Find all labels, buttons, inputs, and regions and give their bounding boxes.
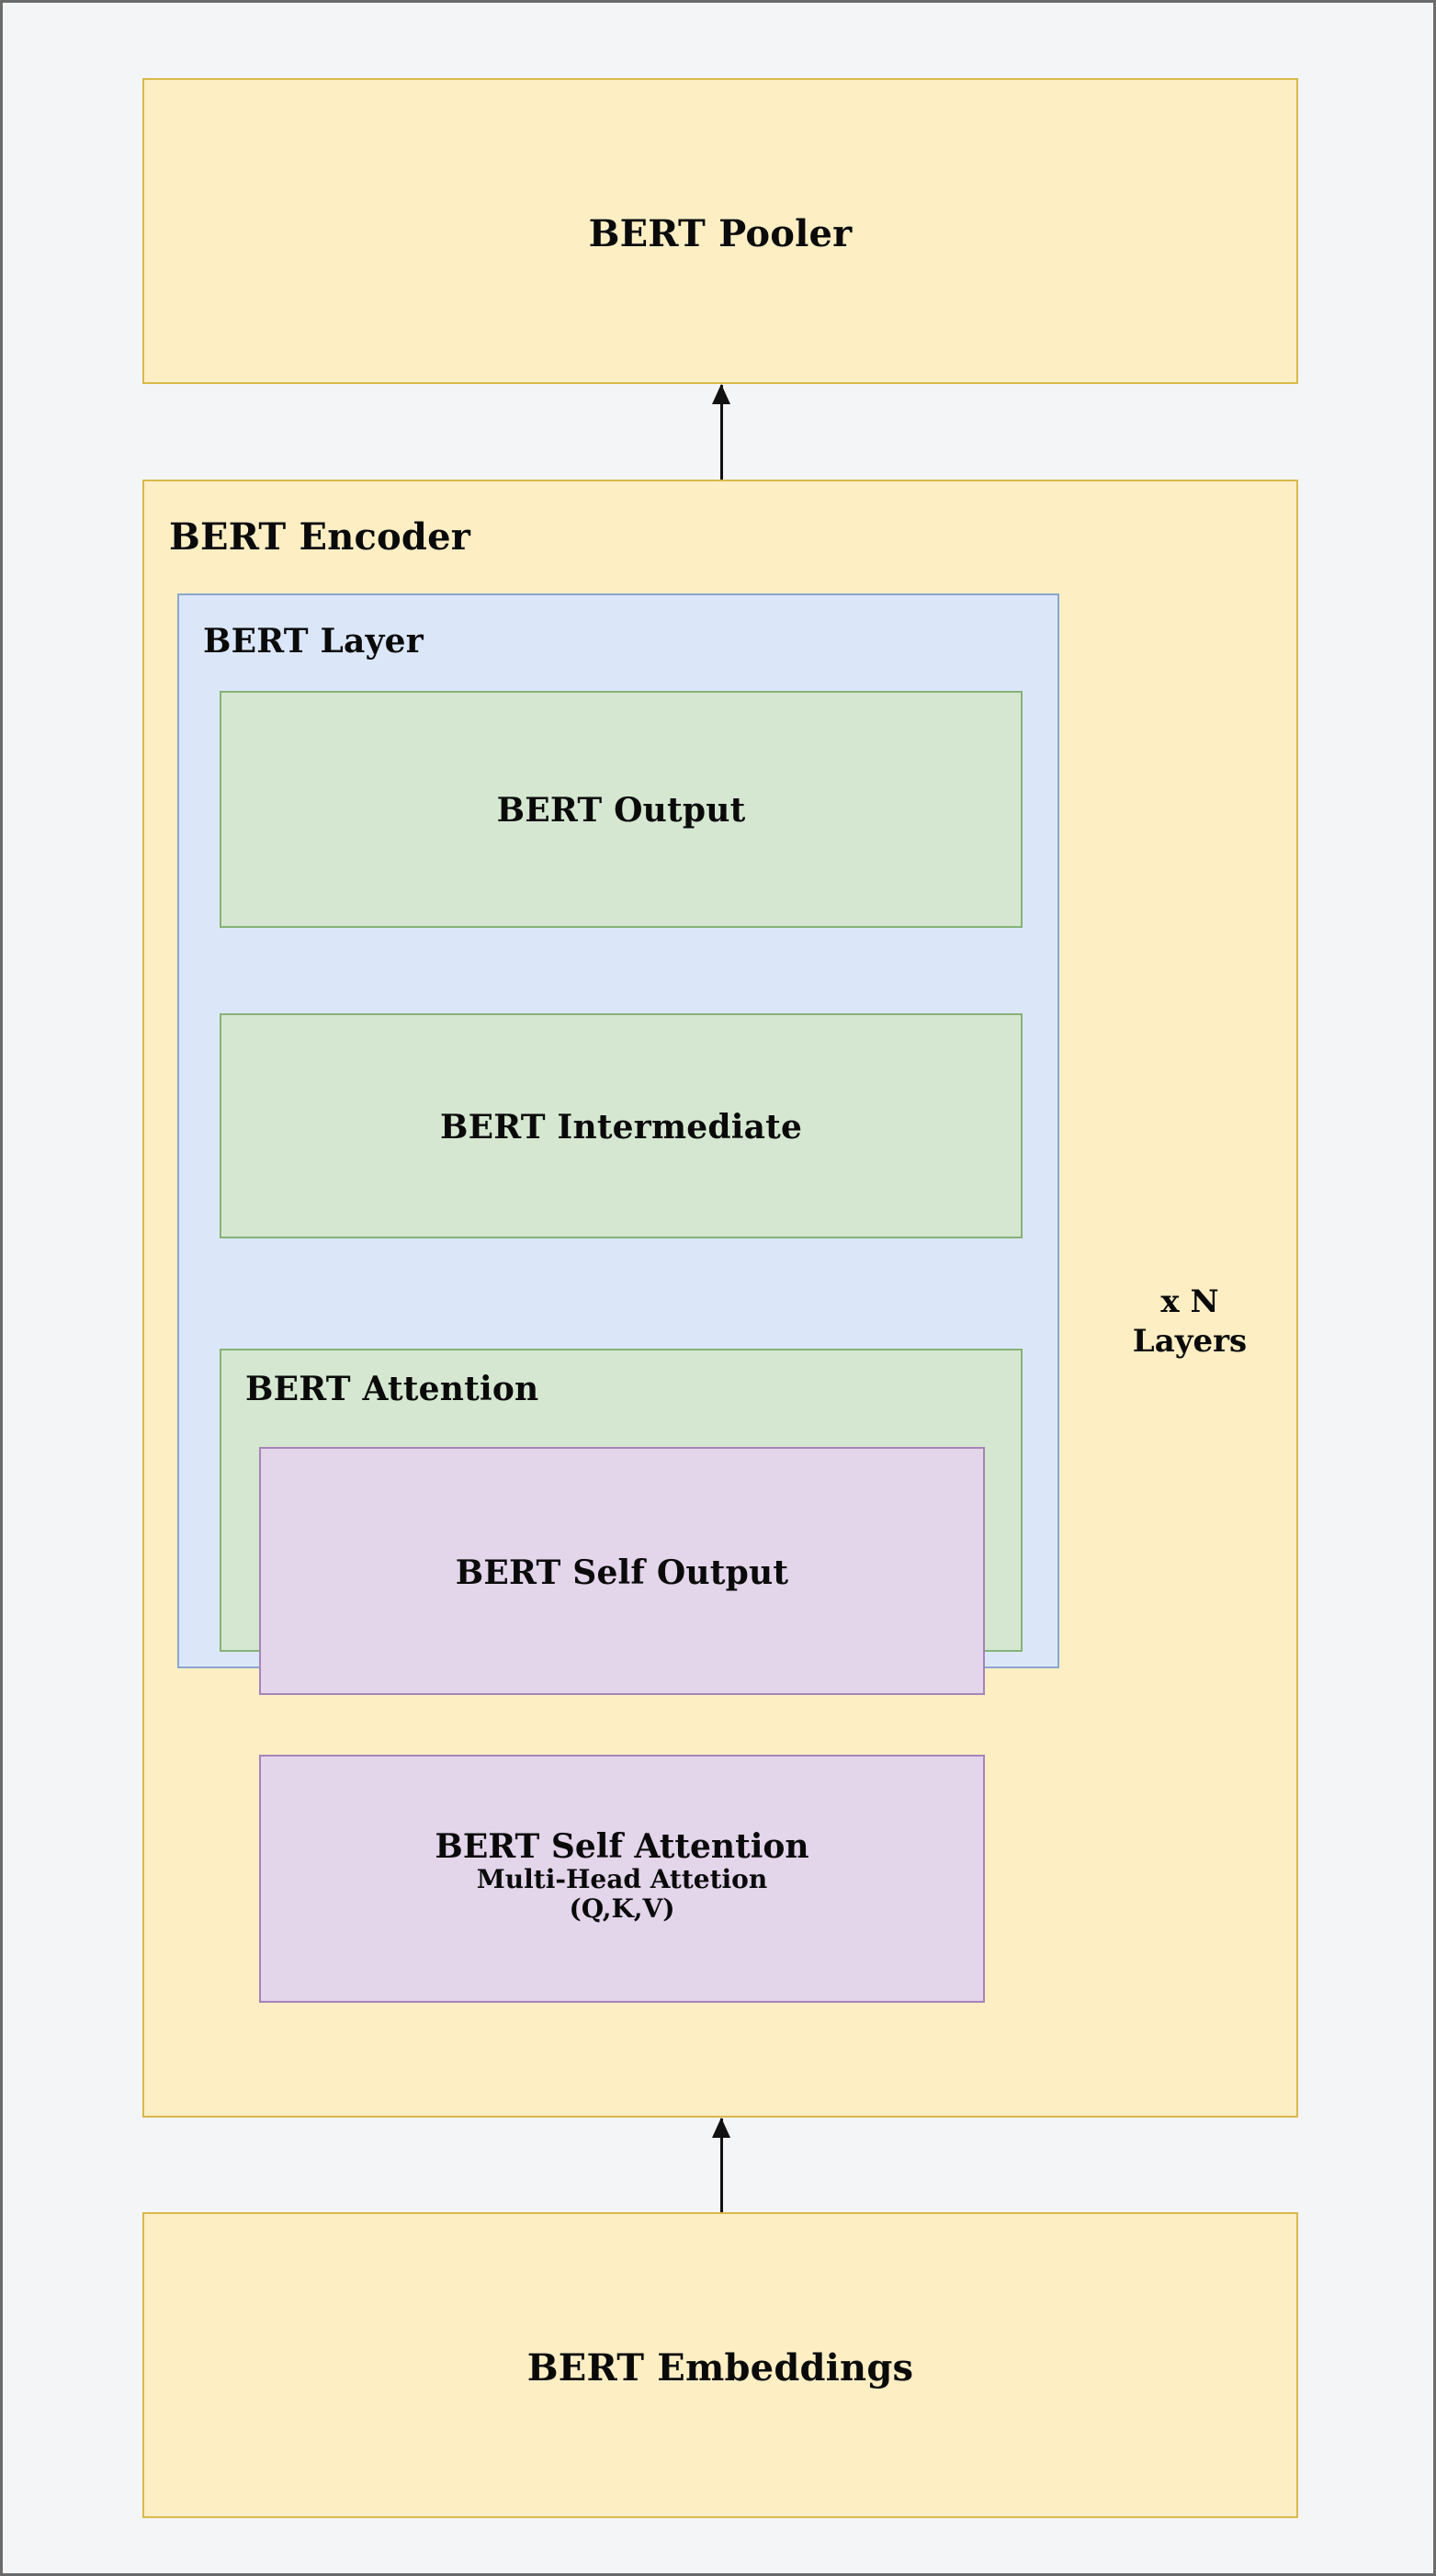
repeat-layers-line2: Layers [1132,1322,1248,1360]
bert-pooler-block: BERT Pooler [142,78,1298,384]
bert-self-attention-sublabel: Multi-Head Attetion [476,1864,768,1895]
bert-self-attention-label: BERT Self Attention [435,1827,809,1866]
repeat-layers-note: x N Layers [1107,1282,1272,1361]
bert-self-output-label: BERT Self Output [455,1554,789,1592]
bert-attention-label: BERT Attention [245,1370,539,1408]
bert-self-attention-qkv-label: (Q,K,V) [569,1892,675,1924]
bert-encoder-label: BERT Encoder [169,515,471,559]
bert-self-attention-text-stack: BERT Self Attention Multi-Head Attetion … [261,1828,983,1923]
bert-self-attention-block: BERT Self Attention Multi-Head Attetion … [259,1755,985,2003]
bert-embeddings-label: BERT Embeddings [526,2346,914,2390]
bert-layer-label: BERT Layer [203,622,424,661]
bert-output-block: BERT Output [220,691,1023,928]
bert-output-label: BERT Output [496,791,746,830]
bert-intermediate-block: BERT Intermediate [220,1013,1023,1238]
bert-layer-block: BERT Layer BERT Output BERT Intermediate… [177,593,1059,2003]
bert-intermediate-label: BERT Intermediate [439,1108,803,1147]
bert-attention-block: BERT Attention BERT Self Output BERT Sel… [220,1349,1023,2003]
bert-embeddings-block: BERT Embeddings [142,2212,1298,2518]
bert-encoder-block: BERT Encoder x N Layers BERT Layer BERT … [142,480,1298,2118]
repeat-layers-line1: x N [1160,1283,1219,1320]
bert-self-output-block: BERT Self Output [259,1447,985,1695]
bert-pooler-label: BERT Pooler [588,212,853,255]
